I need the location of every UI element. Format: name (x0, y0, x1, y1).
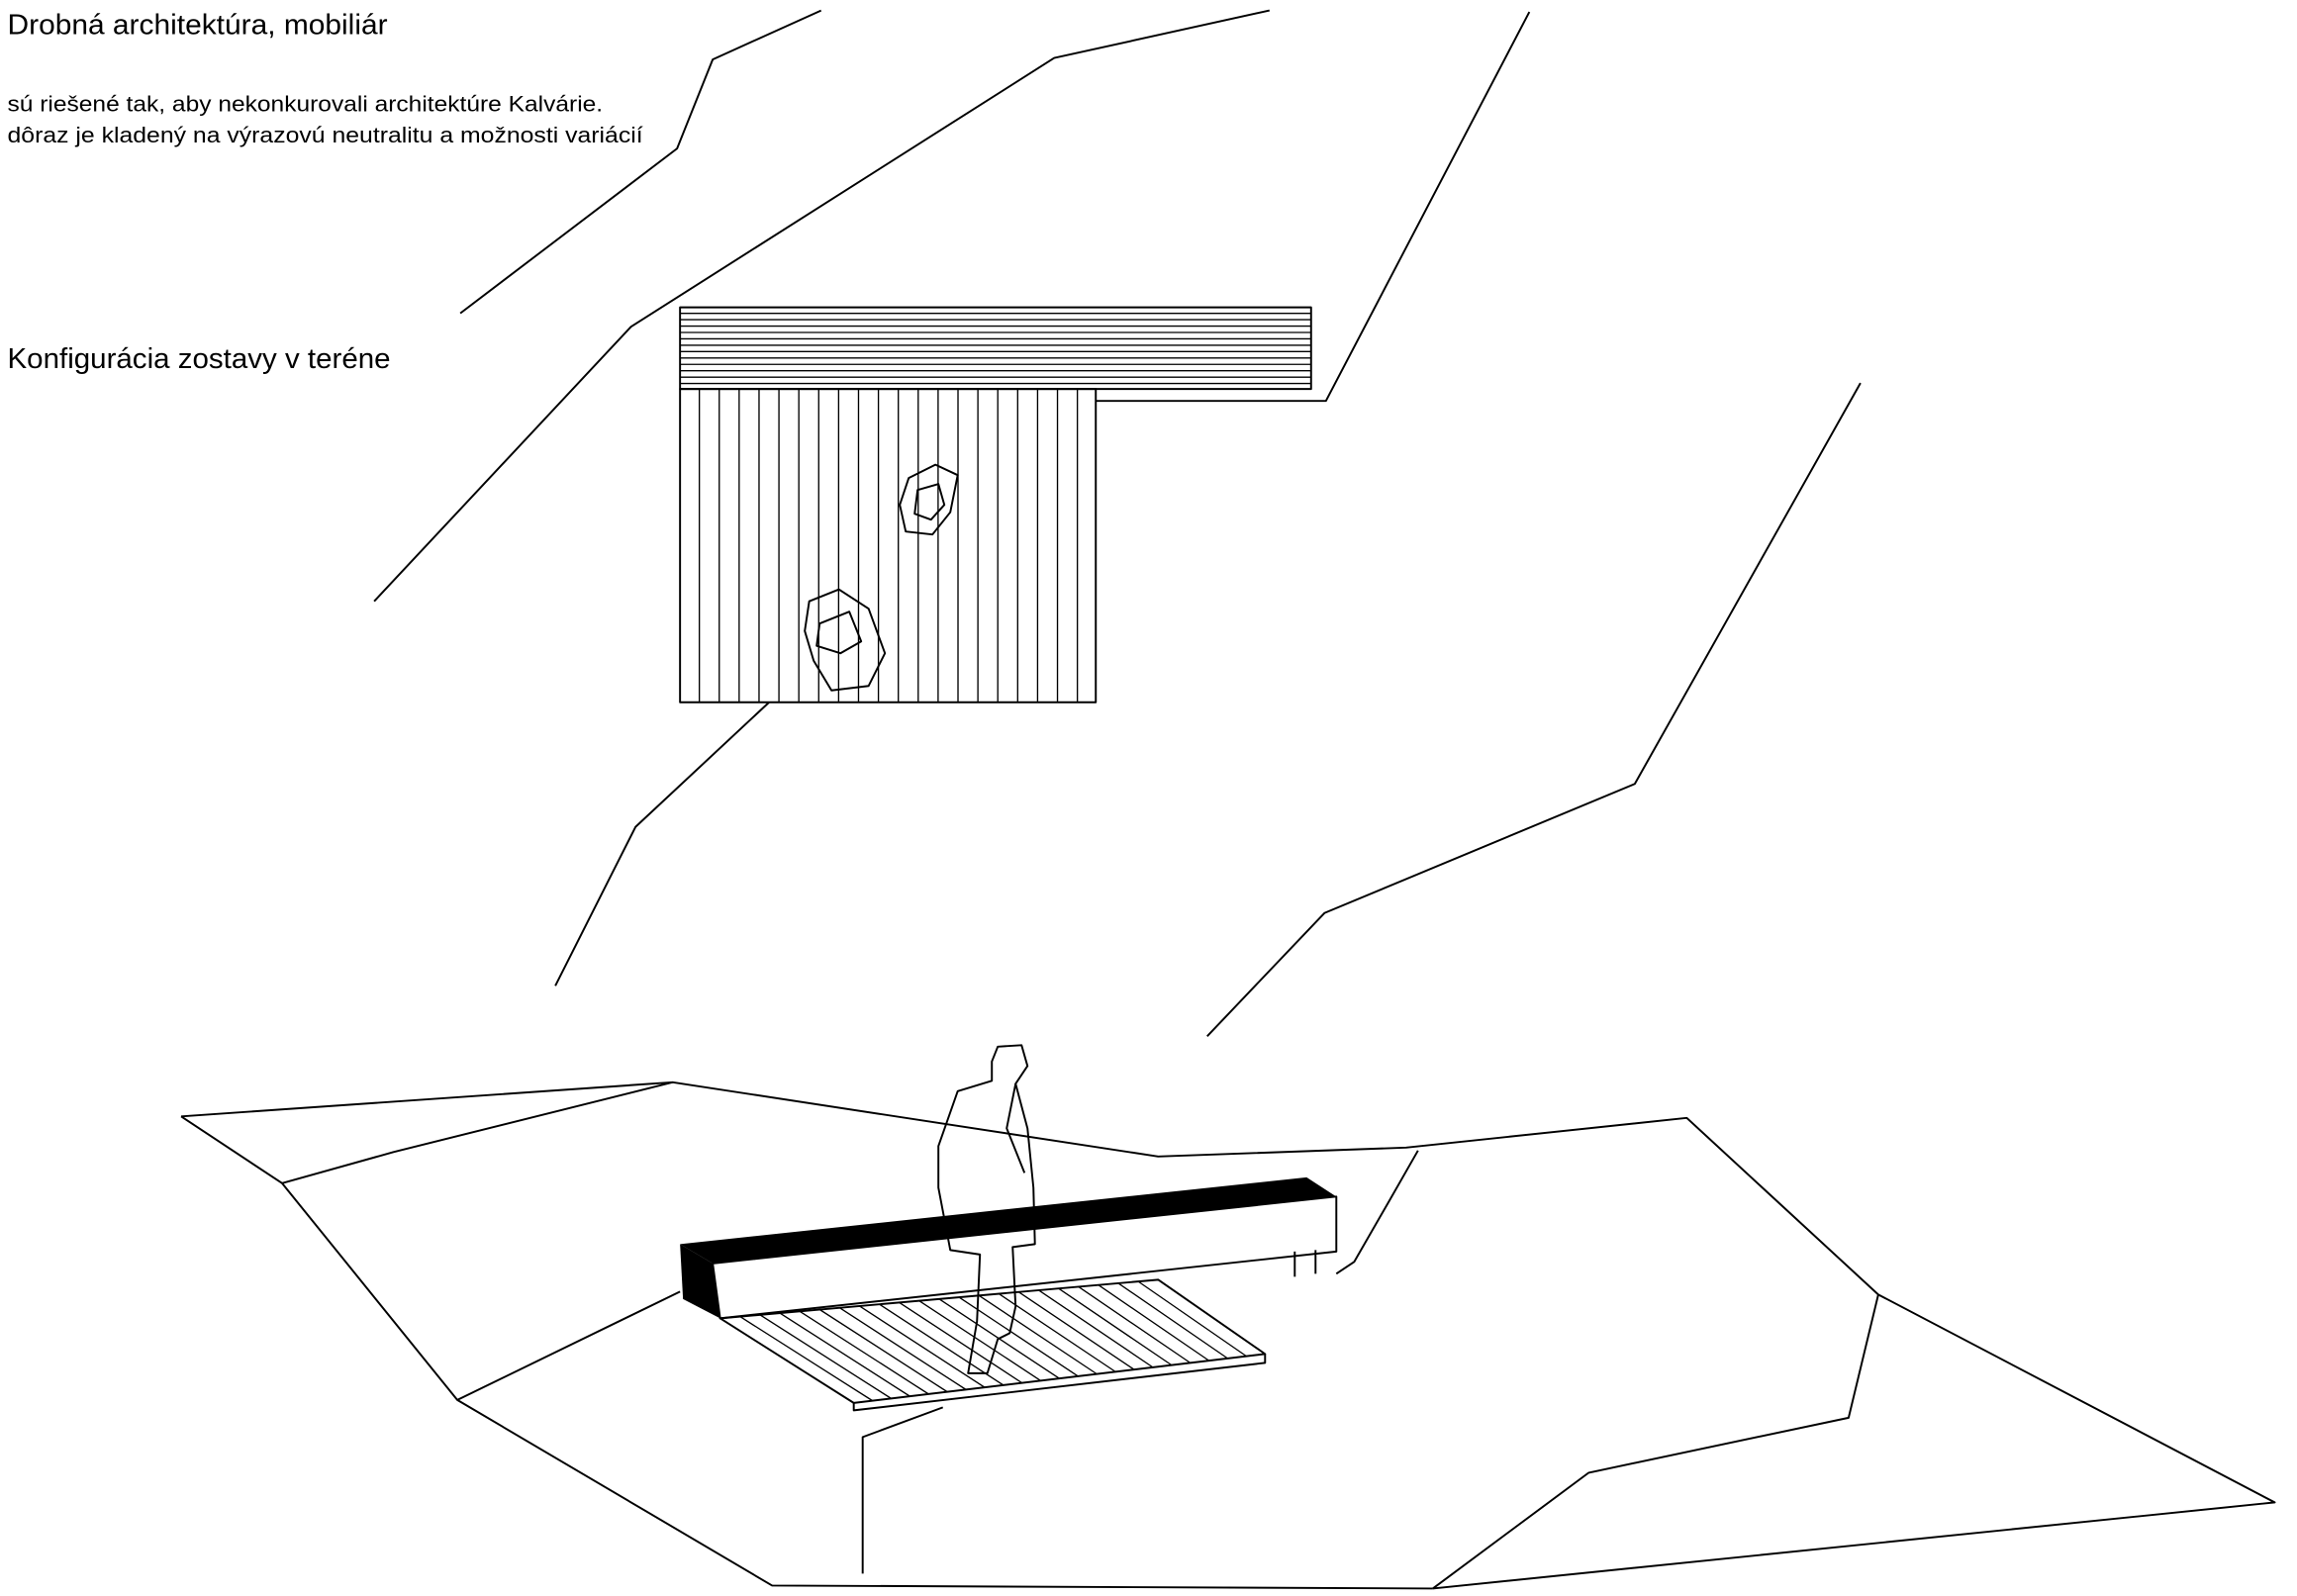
deck-board (759, 1314, 892, 1399)
deck-board (1137, 1280, 1247, 1358)
deck-board (1038, 1289, 1154, 1368)
deck-board (1078, 1285, 1192, 1363)
deck-board (859, 1305, 986, 1388)
deck-board (958, 1296, 1079, 1377)
person-figure (937, 1044, 1036, 1374)
deck-board (1098, 1284, 1209, 1361)
heading-drobna-architektura: Drobná architektúra, mobiliár (8, 10, 389, 42)
deck-platform (718, 1278, 1267, 1412)
bench (680, 1176, 1338, 1320)
plan-deck (679, 306, 1312, 704)
deck-board (818, 1308, 948, 1393)
deck-board (739, 1316, 873, 1402)
deck-edge (852, 1354, 1267, 1412)
deck-board (978, 1294, 1098, 1375)
description-line-2: dôraz je kladený na výrazovú neutralitu … (8, 123, 643, 147)
deck-board (899, 1301, 1023, 1384)
deck-board (1018, 1291, 1135, 1370)
deck-board (779, 1312, 910, 1397)
deck-board (838, 1307, 967, 1390)
plan-boulder (899, 463, 959, 536)
description-line-1: sú riešené tak, aby nekonkurovali archit… (8, 92, 604, 117)
plan-deck-outline (679, 388, 1098, 704)
deck-board (998, 1292, 1116, 1372)
deck-board (1058, 1287, 1173, 1366)
deck-board (1117, 1282, 1228, 1360)
deck-board (918, 1300, 1041, 1381)
deck-board (879, 1303, 1005, 1386)
plan-boulder (804, 588, 887, 692)
heading-konfiguracia: Konfigurácia zostavy v teréne (8, 343, 391, 375)
perspective-terrain (180, 1080, 2276, 1590)
deck-board (799, 1310, 929, 1395)
plan-terrain-lines (373, 9, 1862, 1037)
